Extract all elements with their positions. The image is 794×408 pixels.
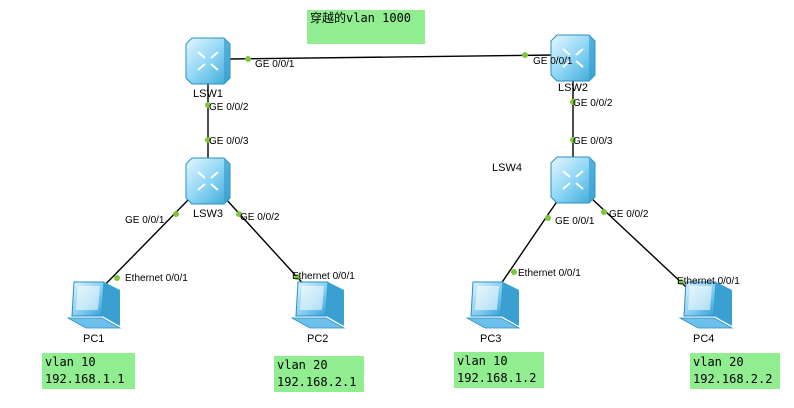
port-dot [570, 99, 576, 105]
port-label: GE 0/0/2 [609, 209, 649, 220]
pc-icon[interactable] [678, 281, 734, 329]
port-label: GE 0/0/2 [209, 102, 249, 113]
port-dot [545, 215, 551, 221]
port-dot [245, 56, 251, 62]
switch-icon[interactable] [185, 37, 231, 85]
port-label: Ethernet 0/0/1 [292, 271, 355, 282]
vlan-text: vlan 20 [693, 355, 744, 369]
port-dot [678, 279, 684, 285]
port-dot [522, 52, 528, 58]
switch-label-lsw1: LSW1 [193, 88, 223, 100]
port-dot [601, 209, 607, 215]
port-label: GE 0/0/1 [555, 216, 595, 227]
port-label: GE 0/0/3 [573, 136, 613, 147]
port-dots [114, 52, 684, 285]
switch-icon[interactable] [550, 156, 596, 204]
vlan-text: vlan 10 [457, 354, 508, 368]
port-label: GE 0/0/3 [209, 136, 249, 147]
port-dot [236, 211, 242, 217]
port-dot [511, 269, 517, 275]
port-label: GE 0/0/2 [240, 212, 280, 223]
port-label: GE 0/0/1 [125, 215, 165, 226]
port-label: GE 0/0/2 [573, 98, 613, 109]
ip-text: 192.168.1.2 [457, 371, 537, 385]
pc-label-pc4: PC4 [693, 333, 715, 345]
port-dot [114, 275, 120, 281]
switch-icon[interactable] [185, 157, 231, 205]
vlan-text: vlan 10 [45, 355, 96, 369]
pc-label-pc2: PC2 [307, 333, 329, 345]
pc-icon[interactable] [66, 281, 122, 329]
pc-label-pc3: PC3 [480, 333, 502, 345]
port-dot [173, 211, 179, 217]
pc-label-pc1: PC1 [83, 333, 105, 345]
vlan-text: vlan 20 [277, 358, 328, 372]
port-dot [294, 274, 300, 280]
pc3-note: vlan 10 192.168.1.2 [454, 352, 544, 388]
switch-icon[interactable] [550, 34, 596, 82]
pc2-note: vlan 20 192.168.2.1 [274, 356, 364, 392]
port-dot [205, 137, 211, 143]
port-label: Ethernet 0/0/1 [677, 276, 740, 287]
port-label: Ethernet 0/0/1 [125, 273, 188, 284]
port-label: Ethernet 0/0/1 [518, 268, 581, 279]
switch-label-lsw4: LSW4 [492, 162, 522, 174]
ip-text: 192.168.1.1 [45, 372, 125, 386]
port-label: GE 0/0/1 [255, 59, 295, 70]
pc-icon[interactable] [465, 281, 521, 329]
link-lsw1-lsw2[interactable] [229, 54, 556, 60]
switch-label-lsw3: LSW3 [193, 208, 223, 220]
pc4-note: vlan 20 192.168.2.2 [690, 353, 780, 389]
ip-text: 192.168.2.1 [277, 375, 357, 389]
vlan-1000-note: 穿越的vlan 1000 [307, 10, 425, 44]
ip-text: 192.168.2.2 [693, 372, 773, 386]
note-line: 穿越的vlan 1000 [310, 11, 412, 25]
port-dot [570, 137, 576, 143]
pc1-note: vlan 10 192.168.1.1 [42, 353, 135, 389]
port-label: GE 0/0/1 [533, 56, 573, 67]
port-dot [205, 102, 211, 108]
switch-label-lsw2: LSW2 [558, 82, 588, 94]
pc-icon[interactable] [290, 281, 346, 329]
